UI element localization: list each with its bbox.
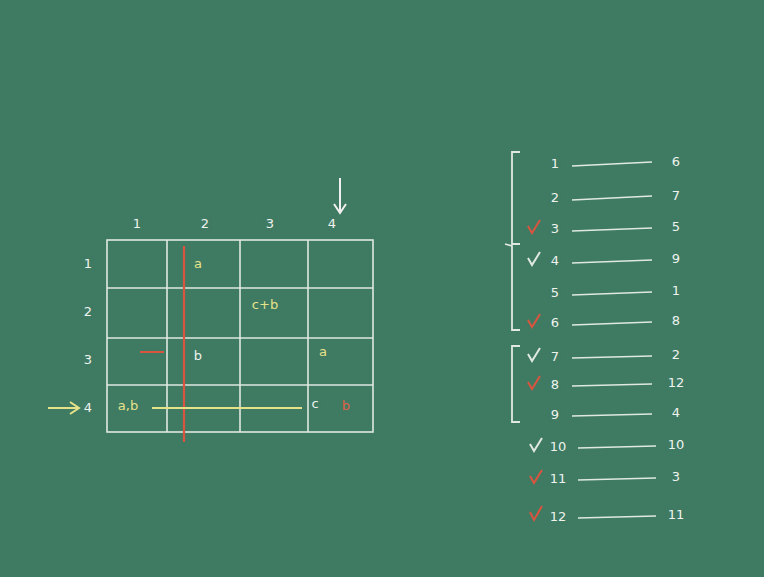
list-value: 9: [670, 252, 682, 266]
list-number: 10: [548, 440, 569, 454]
cell-entry: a: [317, 345, 329, 359]
list-value: 2: [670, 348, 682, 362]
check-marks: [528, 220, 542, 520]
list-value: 1: [670, 284, 682, 298]
yellow-row-line: [152, 407, 302, 409]
list-number: 1: [549, 157, 561, 171]
cell-entry: a: [192, 257, 204, 271]
list-value: 11: [666, 508, 687, 522]
column-number: 1: [131, 217, 143, 231]
row-number: 1: [82, 257, 94, 271]
list-number: 6: [549, 316, 561, 330]
list-number: 8: [549, 378, 561, 392]
down-arrow: [334, 178, 346, 213]
cell-entry: c+b: [250, 298, 280, 312]
column-number: 2: [199, 217, 211, 231]
right-arrow: [48, 402, 79, 414]
list-value: 3: [670, 470, 682, 484]
column-number: 4: [326, 217, 338, 231]
list-value: 5: [670, 220, 682, 234]
list-lines: [572, 162, 656, 518]
list-number: 2: [549, 191, 561, 205]
cell-entry: b: [192, 349, 204, 363]
table-grid: [107, 240, 373, 432]
list-value: 7: [670, 189, 682, 203]
row-number: 4: [82, 401, 94, 415]
cell-entry: a,b: [116, 399, 140, 413]
list-value: 4: [670, 406, 682, 420]
list-number: 12: [548, 510, 569, 524]
list-value: 6: [670, 155, 682, 169]
list-value: 8: [670, 314, 682, 328]
cell-entry: b: [340, 399, 352, 413]
column-number: 3: [264, 217, 276, 231]
list-number: 9: [549, 408, 561, 422]
group-brackets: [505, 152, 520, 422]
list-value: 12: [666, 376, 687, 390]
list-number: 4: [549, 254, 561, 268]
red-row-mark: [140, 351, 164, 353]
row-number: 3: [82, 353, 94, 367]
cell-entry: c: [309, 397, 320, 411]
list-number: 5: [549, 286, 561, 300]
list-number: 3: [549, 222, 561, 236]
row-number: 2: [82, 305, 94, 319]
list-number: 11: [548, 472, 569, 486]
list-value: 10: [666, 438, 687, 452]
red-column-line: [183, 246, 185, 442]
list-number: 7: [549, 350, 561, 364]
